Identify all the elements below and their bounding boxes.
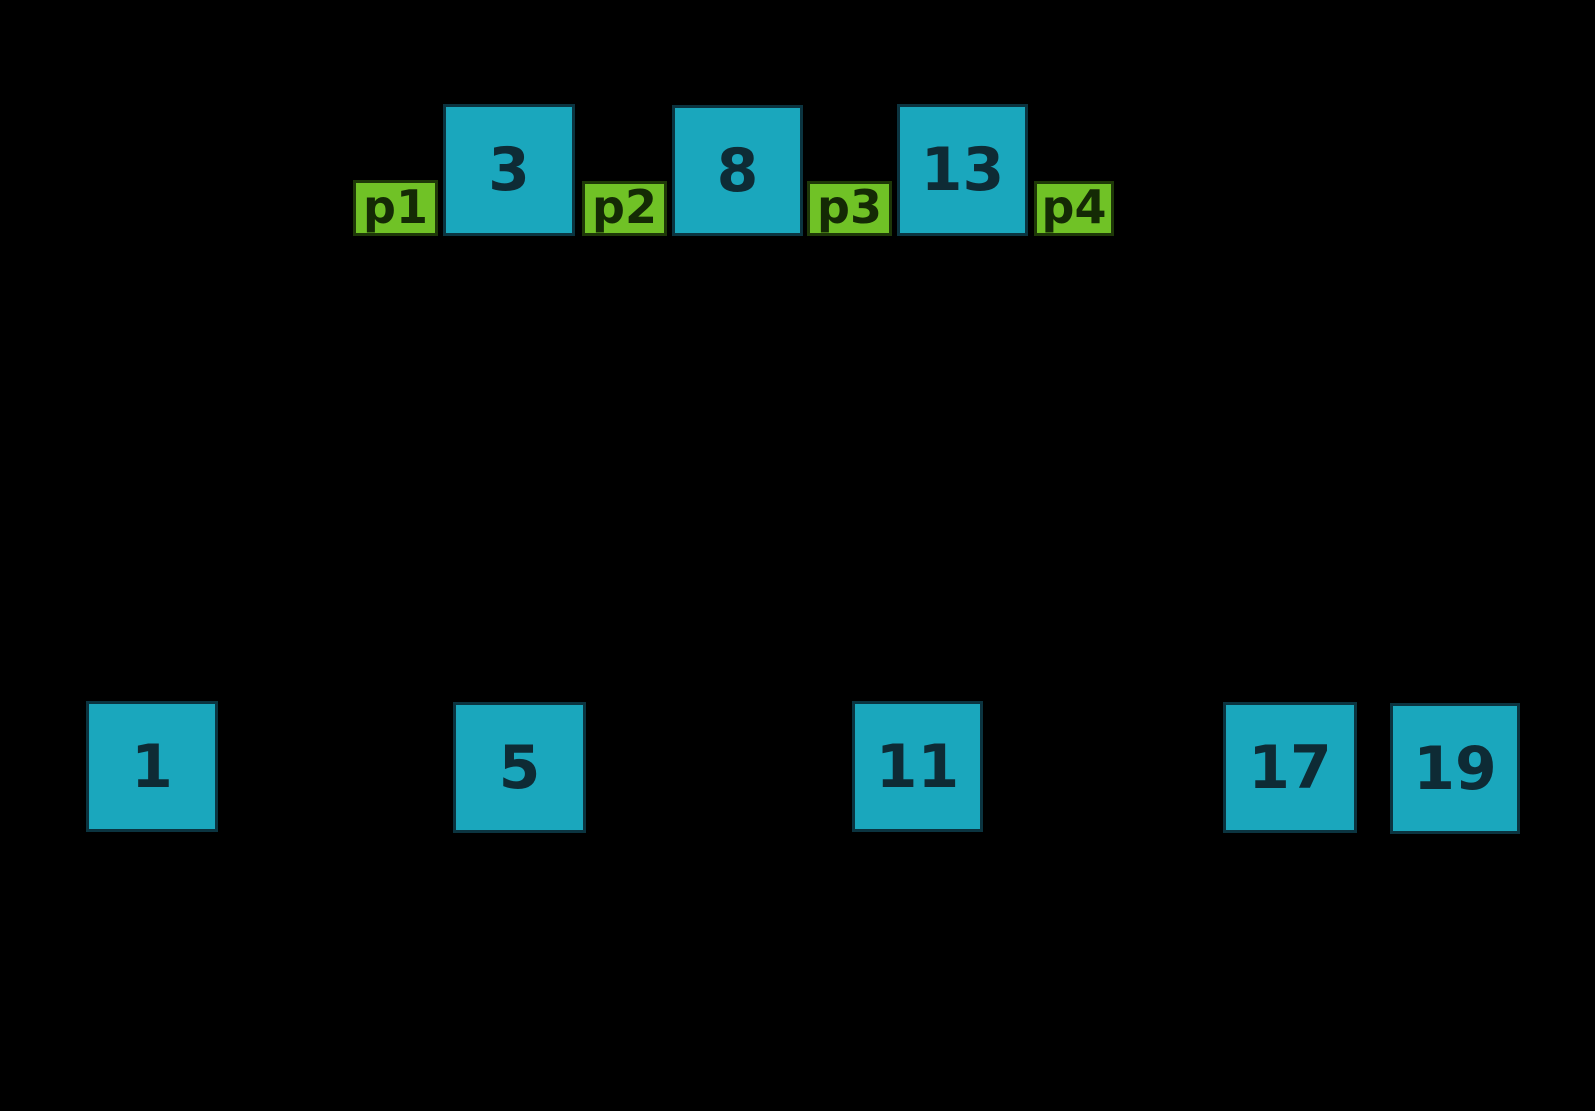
child-node-11: 11: [852, 701, 983, 832]
child-node-1: 1: [86, 701, 218, 832]
pointer-cell-p1: p1: [353, 180, 438, 236]
key-cell-8: 8: [672, 105, 803, 236]
pointer-cell-p3: p3: [807, 181, 892, 236]
key-cell-13: 13: [897, 104, 1028, 236]
child-node-5: 5: [453, 702, 586, 833]
key-cell-3: 3: [443, 104, 575, 236]
child-node-17: 17: [1223, 702, 1357, 833]
pointer-cell-p4: p4: [1034, 181, 1114, 236]
pointer-cell-p2: p2: [582, 181, 667, 236]
child-node-19: 19: [1390, 703, 1520, 834]
